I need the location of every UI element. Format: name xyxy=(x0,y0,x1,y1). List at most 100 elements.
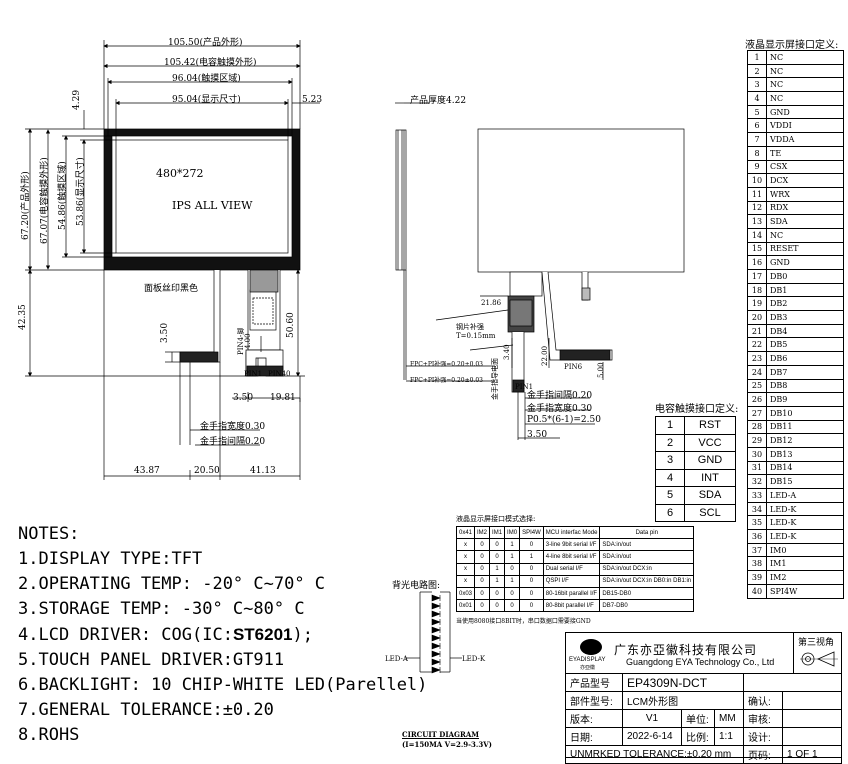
mode-cell: x xyxy=(455,538,476,552)
mode-cell: QSPI I/F xyxy=(542,574,601,588)
dim-display-width: 95.04(显示尺寸) xyxy=(172,95,241,105)
mode-cell: 0 xyxy=(474,562,491,576)
dim-fpc-length: 42.35 xyxy=(18,304,28,330)
tp-pin-title: 电容触摸接口定义: xyxy=(655,404,739,415)
mode-cell: Dual serial I/F xyxy=(542,562,601,576)
pin-number: 13 xyxy=(747,214,767,229)
confirm-label: 确认: xyxy=(743,691,783,710)
mode-cell: 0x01 xyxy=(455,599,476,613)
pin-number: 7 xyxy=(747,132,767,147)
note-4: 4.LCD DRIVER: COG(IC:ST6201); xyxy=(18,622,427,648)
notes: NOTES: 1.DISPLAY TYPE:TFT 2.OPERATING TE… xyxy=(18,522,427,748)
tp-pin-number: 4 xyxy=(655,468,685,487)
dim-350b: 3.50 xyxy=(527,430,548,440)
mode-cell: 1 xyxy=(489,574,506,588)
tp-pin-signal: INT xyxy=(684,468,736,487)
pin-signal: DB9 xyxy=(766,392,844,407)
note-3: 3.STORAGE TEMP: -30° C~80° C xyxy=(18,599,305,619)
pin-signal: TE xyxy=(766,145,844,161)
pin-number: 20 xyxy=(747,310,767,325)
mode-cell: 80-8bit parallel I/F xyxy=(542,599,601,613)
mode-cell: 1 xyxy=(504,574,521,588)
pin-signal: GND xyxy=(766,255,844,270)
review-blank xyxy=(782,709,842,728)
tp-pin-number: 6 xyxy=(655,503,685,522)
dim-gold-width-left: 金手指宽度0.30 xyxy=(200,422,266,432)
pin1-label-a: PIN1 xyxy=(244,370,263,378)
pin-signal: VDDA xyxy=(766,132,844,147)
pin-signal: SDA xyxy=(766,214,844,229)
pin-signal: DB3 xyxy=(766,310,844,325)
company-cn: 广东亦亞徽科技有限公司 xyxy=(614,643,758,657)
pin-signal: NC xyxy=(766,63,844,79)
mode-cell: 0 xyxy=(519,562,544,576)
dim-touch-area-height: 54.86(触摸区域) xyxy=(58,161,68,230)
pin-number: 25 xyxy=(747,378,767,394)
tp-pin-signal: VCC xyxy=(684,433,736,452)
mode-table-note: 当使用8080接口8BIT时，串口数据口需要接GND xyxy=(456,618,591,625)
dim-touch-area-width: 96.04(触摸区域) xyxy=(172,74,241,84)
logo-sub: 亦亞徽 xyxy=(580,665,596,671)
mode-cell: 0 xyxy=(474,574,491,588)
company-en: Guangdong EYA Technology Co., Ltd xyxy=(626,657,775,667)
dim-product-width: 105.50(产品外形) xyxy=(168,38,243,48)
mode-cell: 0 xyxy=(504,599,521,613)
mode-cell: 0x03 xyxy=(455,586,476,601)
tp-pin-number: 1 xyxy=(655,416,685,435)
pin-number: 33 xyxy=(747,488,767,503)
pin6-label-b: PIN6 xyxy=(564,363,583,371)
pin-number: 34 xyxy=(747,501,767,517)
tp-pin-number: 2 xyxy=(655,433,685,452)
pin-number: 32 xyxy=(747,474,767,489)
mode-cell: 0 xyxy=(519,586,544,601)
dim-bottom-right: 41.13 xyxy=(250,466,276,476)
panel-silkscreen-label: 面板丝印黑色 xyxy=(144,284,199,294)
mode-cell: x xyxy=(455,574,476,588)
pin-signal: GND xyxy=(766,104,844,120)
pin-signal: DB4 xyxy=(766,323,844,339)
design-blank xyxy=(782,727,842,746)
mode-header-cell: SPI4W xyxy=(519,525,544,540)
note-7: 7.GENERAL TOLERANCE:±0.20 xyxy=(18,700,274,720)
steel-thickness: T=0.15mm xyxy=(456,332,496,340)
mode-cell: 0 xyxy=(504,562,521,576)
projection-cell: 第三视角 xyxy=(794,633,841,673)
pin-number: 4 xyxy=(747,91,767,106)
mode-table-title: 液晶显示屏接口模式选择: xyxy=(456,515,536,523)
pin-number: 19 xyxy=(747,296,767,312)
display-mode: IPS ALL VIEW xyxy=(172,199,253,212)
pin-number: 30 xyxy=(747,446,767,462)
tp-pin-number: 3 xyxy=(655,451,685,470)
dim-right-offset: 5.23 xyxy=(302,95,323,105)
product-thickness: 产品厚度4.22 xyxy=(410,96,467,106)
date-label: 日期: xyxy=(565,727,623,746)
pin-number: 12 xyxy=(747,200,767,216)
logo-text: EYADISPLAY xyxy=(569,657,606,663)
mode-cell: SDA:in/out xyxy=(599,550,695,564)
pin-signal: DB5 xyxy=(766,337,844,353)
pin-signal: LED-K xyxy=(766,501,844,517)
pin-signal: DB12 xyxy=(766,433,844,448)
pin-number: 40 xyxy=(747,583,767,599)
pin-number: 38 xyxy=(747,556,767,572)
projection-label: 第三视角 xyxy=(798,638,835,648)
mode-cell: SDA:in/out DCX:in xyxy=(599,562,695,576)
circuit-led-a: LED-A xyxy=(385,655,408,663)
pin-signal: DCX xyxy=(766,173,844,188)
mode-cell: 0 xyxy=(474,586,491,601)
